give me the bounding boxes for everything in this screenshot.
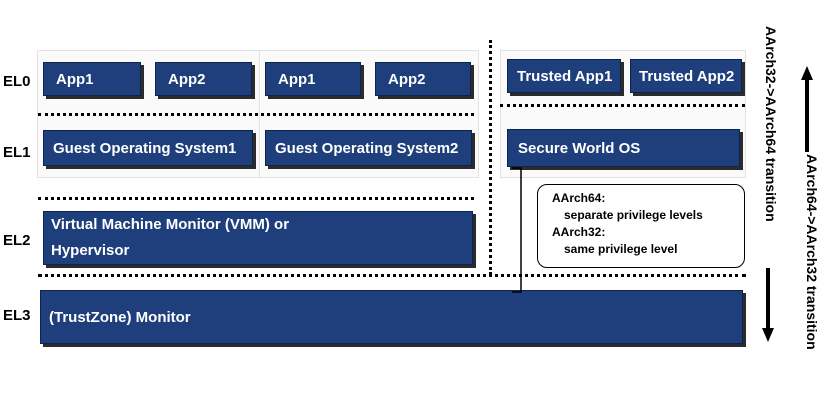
privilege-note: AArch64: separate privilege levels AArch… bbox=[537, 184, 745, 268]
el0-el1-separator bbox=[38, 113, 474, 116]
el1-el2-separator bbox=[38, 197, 474, 200]
note-aarch64-text: separate privilege levels bbox=[564, 208, 703, 222]
note-aarch64-title: AArch64: bbox=[552, 191, 606, 205]
note-aarch32-text: same privilege level bbox=[564, 242, 678, 256]
vm1-app2-box: App2 bbox=[155, 62, 252, 96]
el3-label: EL3 bbox=[3, 307, 31, 324]
secure-os-to-monitor-connector bbox=[512, 167, 522, 293]
hypervisor-line1: Virtual Machine Monitor (VMM) or bbox=[51, 216, 290, 233]
note-aarch32-title: AArch32: bbox=[552, 225, 606, 239]
arrow-down-icon bbox=[762, 268, 774, 342]
vm2-app2-box: App2 bbox=[375, 62, 471, 96]
el2-label: EL2 bbox=[3, 232, 31, 249]
secure-el0-el1-separator bbox=[500, 104, 745, 107]
secure-world-os-box: Secure World OS bbox=[507, 129, 740, 167]
el1-label: EL1 bbox=[3, 144, 31, 161]
aarch64-to-aarch32-label: AArch64->AArch32 transition bbox=[804, 154, 820, 350]
el2-el3-separator bbox=[38, 274, 746, 277]
trusted-app2-box: Trusted App2 bbox=[630, 59, 742, 93]
hypervisor-box: Virtual Machine Monitor (VMM) or Hypervi… bbox=[43, 211, 473, 265]
el0-label: EL0 bbox=[3, 73, 31, 90]
trustzone-monitor-box: (TrustZone) Monitor bbox=[40, 290, 743, 344]
arrow-up-icon bbox=[801, 66, 813, 152]
hypervisor-line2: Hypervisor bbox=[51, 242, 130, 259]
aarch32-to-aarch64-label: AArch32->AArch64 transition bbox=[763, 26, 779, 222]
guest-os2-box: Guest Operating System2 bbox=[265, 130, 472, 166]
vm2-app1-box: App1 bbox=[265, 62, 361, 96]
guest-os1-box: Guest Operating System1 bbox=[43, 130, 253, 166]
vm1-app1-box: App1 bbox=[43, 62, 141, 96]
world-divider bbox=[489, 40, 492, 275]
trusted-app1-box: Trusted App1 bbox=[507, 59, 621, 93]
